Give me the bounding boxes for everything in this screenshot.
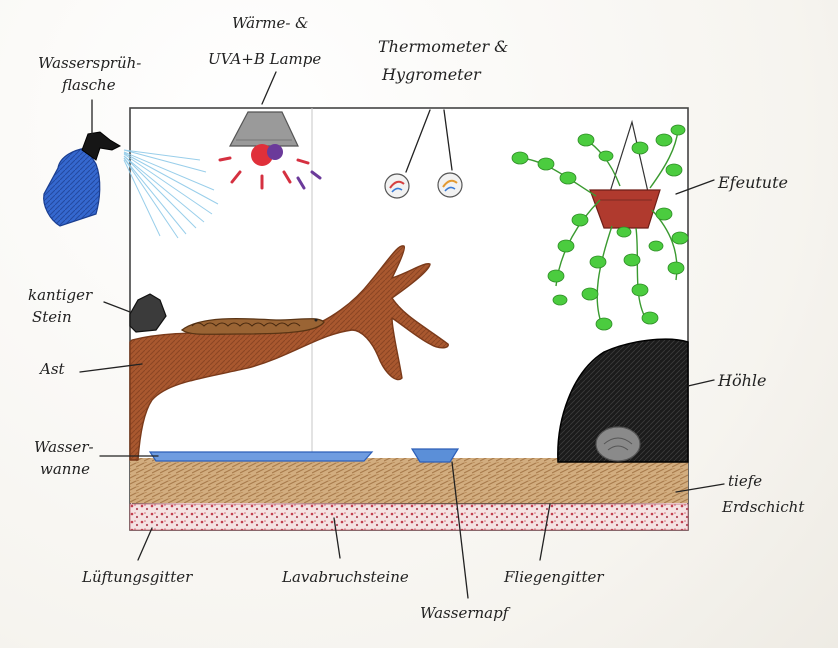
cave-entrance bbox=[596, 427, 640, 461]
label-water-bowl: Wassernapf bbox=[420, 604, 511, 622]
label-lamp-1: Wärme- & bbox=[232, 14, 309, 32]
label-fly-screen: Fliegengitter bbox=[503, 568, 604, 586]
lava-rock-layer bbox=[130, 504, 688, 530]
thermometer bbox=[385, 174, 409, 198]
label-soil-1: tiefe bbox=[728, 472, 762, 490]
label-vent: Lüftungsgitter bbox=[81, 568, 193, 586]
label-stone-2: Stein bbox=[32, 308, 72, 326]
label-spray-bottle-1: Wassersprüh- bbox=[38, 54, 141, 72]
hygrometer bbox=[438, 173, 462, 197]
label-soil-2: Erdschicht bbox=[721, 498, 805, 516]
label-water-tray-2: wanne bbox=[40, 460, 90, 478]
label-ivy: Efeutute bbox=[717, 173, 788, 192]
label-water-tray-1: Wasser- bbox=[34, 438, 94, 456]
label-thermo-2: Hygrometer bbox=[381, 65, 482, 84]
label-cave: Höhle bbox=[717, 371, 766, 390]
label-branch: Ast bbox=[38, 360, 66, 378]
water-tray bbox=[150, 452, 372, 461]
label-spray-bottle-2: flasche bbox=[61, 76, 116, 94]
label-lava: Lavabruchsteine bbox=[281, 568, 409, 586]
label-stone-1: kantiger bbox=[28, 286, 93, 304]
water-bowl bbox=[412, 449, 458, 462]
label-thermo-1: Thermometer & bbox=[378, 37, 508, 56]
soil-layer bbox=[130, 458, 688, 503]
label-lamp-2: UVA+B Lampe bbox=[208, 50, 321, 68]
